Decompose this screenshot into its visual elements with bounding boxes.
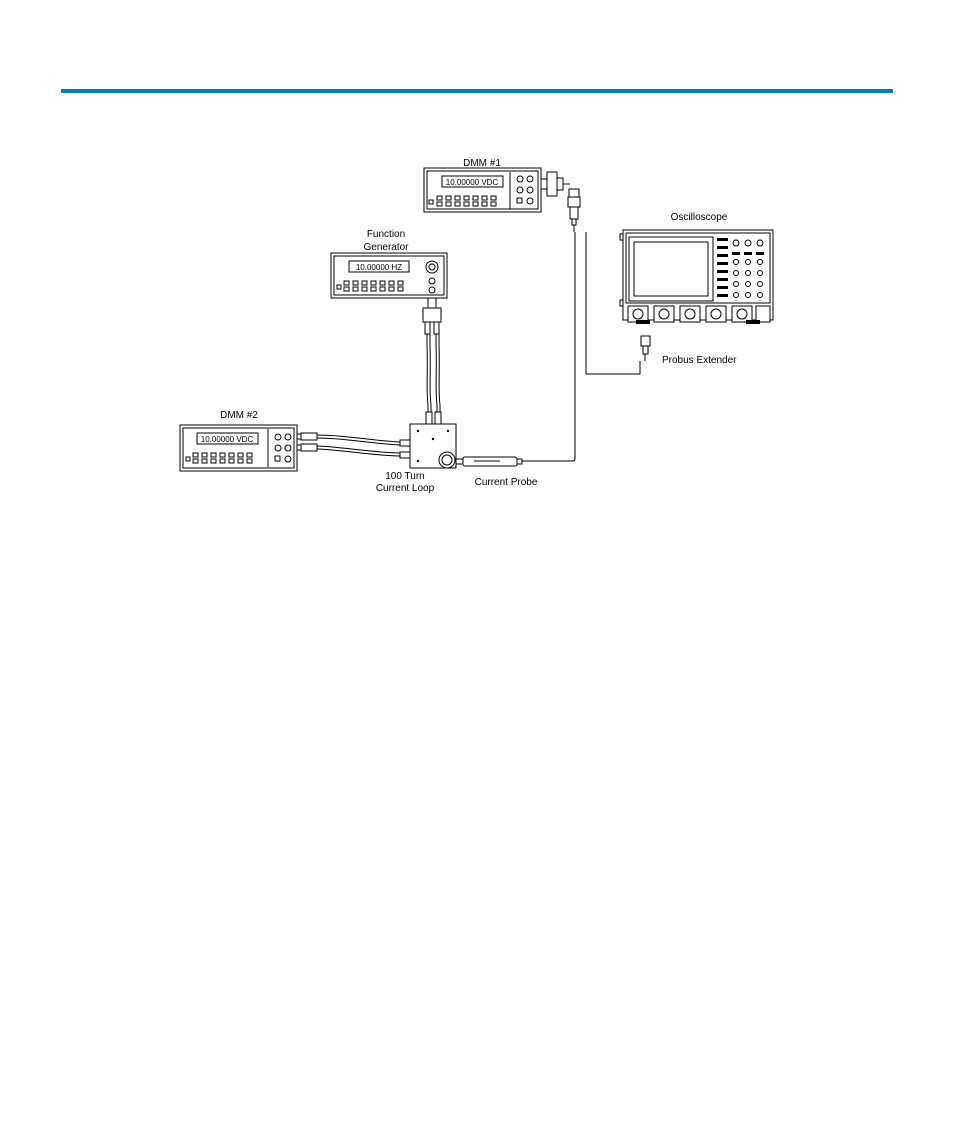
bnc-adapter: [568, 189, 580, 232]
dmm-2-label: DMM #2: [220, 410, 258, 421]
dmm-2: DMM #2 10.00000 VDC: [180, 410, 410, 471]
dmm-2-body: [180, 425, 297, 471]
current-loop-coil: [439, 452, 455, 468]
current-loop: 100 Turn Current Loop: [376, 424, 456, 494]
probus-extender: Probus Extender: [641, 336, 737, 366]
function-generator-reading: 10.00000 HZ: [356, 263, 402, 272]
dmm-1: DMM #1 10.00000 VDC: [424, 158, 570, 212]
probus-extender-label: Probus Extender: [662, 355, 737, 366]
function-generator-leads: [426, 334, 441, 424]
dmm-1-label: DMM #1: [463, 158, 501, 169]
dmm-1-reading: 10.00000 VDC: [446, 178, 499, 187]
current-loop-label-2: Current Loop: [376, 483, 435, 494]
oscilloscope-label: Oscilloscope: [671, 212, 728, 223]
current-probe: Current Probe: [456, 232, 575, 488]
current-probe-label: Current Probe: [475, 477, 538, 488]
dmm-2-reading: 10.00000 VDC: [201, 435, 254, 444]
oscilloscope: Oscilloscope: [620, 212, 773, 324]
function-generator: Function Generator 10.00000 HZ: [331, 229, 447, 424]
current-loop-label-1: 100 Turn: [385, 471, 424, 482]
dmm-1-banana-adapter: [541, 172, 570, 196]
function-generator-label-2: Generator: [363, 242, 409, 253]
function-generator-bnc-adapter: [423, 298, 441, 334]
current-probe-cable: [522, 232, 575, 461]
dmm-2-leads: [297, 433, 410, 458]
oscilloscope-screen: [629, 237, 713, 301]
function-generator-label-1: Function: [367, 229, 405, 240]
